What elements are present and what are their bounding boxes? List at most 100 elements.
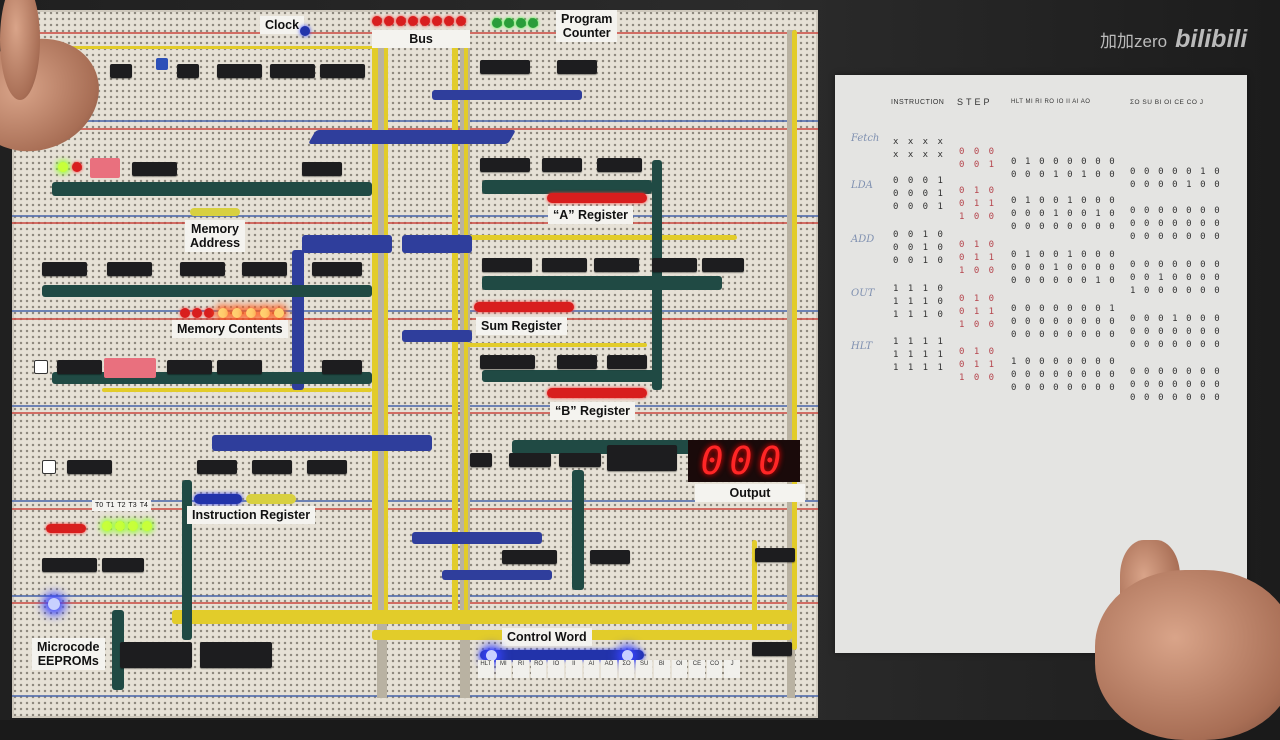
ground-rail (12, 310, 818, 312)
label-sum-register: Sum Register (476, 317, 567, 335)
ground-rail (12, 595, 818, 597)
label-control-word: Control Word (502, 628, 592, 646)
ic-chip (509, 453, 551, 467)
data-wire (307, 130, 517, 144)
dip-switch[interactable] (104, 358, 156, 378)
right-hand (1095, 570, 1280, 740)
program-counter-led (504, 18, 514, 28)
ic-chip (180, 262, 225, 276)
label-output: Output (695, 484, 805, 502)
control-bits-2: 0 0 1 0 0 0 0 (1130, 273, 1222, 283)
signal-bi: BI (653, 660, 670, 678)
step-led (115, 521, 125, 531)
control-bits-1: 1 0 0 0 0 0 0 0 (1011, 357, 1117, 367)
data-wire (402, 330, 472, 342)
signal-ro: RO (530, 660, 547, 678)
reset-button[interactable] (34, 360, 48, 374)
group-label: OUT (851, 288, 875, 299)
ic-chip (307, 460, 347, 474)
control-wire (652, 160, 662, 390)
step-led (142, 521, 152, 531)
instruction-bits: x x x x (893, 150, 945, 160)
ic-chip (167, 360, 212, 374)
instruction-bits: 1 1 1 0 (893, 310, 945, 320)
ic-chip (242, 262, 287, 276)
status-led (58, 162, 68, 172)
control-bits-2: 0 0 0 0 0 0 0 (1130, 206, 1222, 216)
ic-chip (320, 64, 365, 78)
microcode-truth-table-paper: INSTRUCTION STEP HLT MI RI RO IO II AI A… (835, 75, 1247, 653)
group-label: Fetch (851, 133, 880, 144)
power-rail (12, 222, 818, 224)
program-counter-led (528, 18, 538, 28)
ic-chip (102, 558, 144, 572)
step-bits: 0 1 1 (959, 360, 997, 370)
control-wire (572, 470, 584, 590)
table-row: 1 1 1 0 0 1 0 0 0 0 0 0 0 0 1 0 0 0 1 0 … (835, 274, 1220, 324)
instruction-bits: 0 0 0 1 (893, 202, 945, 212)
memory-contents-led (192, 308, 202, 318)
ic-chip (470, 453, 492, 467)
control-bits-1: 0 1 0 0 0 0 0 0 (1011, 157, 1117, 167)
output-value: 000 (700, 439, 788, 483)
label-a-register: “A” Register (548, 206, 634, 224)
header-instruction: INSTRUCTION (891, 99, 945, 106)
signal-co: CO (706, 660, 723, 678)
data-wire (432, 90, 582, 100)
ic-chip (322, 360, 362, 374)
bus-led (396, 16, 406, 26)
signal-j: J (724, 660, 740, 678)
ic-chip (217, 64, 262, 78)
bus-wire (372, 40, 378, 620)
clock-step-button[interactable] (156, 58, 168, 70)
a-register-leds (547, 193, 647, 203)
instruction-bits: 1 1 1 1 (893, 337, 945, 347)
table-row: 0 0 0 1 1 0 0 0 0 0 0 0 0 0 0 0 0 0 0 0 … (835, 192, 1220, 242)
microcode-eeprom-chip (120, 642, 192, 668)
sum-register-leds (474, 302, 574, 312)
label-instruction-register: Instruction Register (187, 506, 316, 524)
ic-chip (252, 460, 292, 474)
control-bits-1: 0 0 0 0 0 0 0 0 (1011, 222, 1117, 232)
control-wire (482, 370, 662, 382)
signal-eo: ΣO (618, 660, 635, 678)
label-b-register: “B” Register (550, 402, 636, 420)
signal-hlt: HLT (478, 660, 494, 678)
bus-wire (27, 46, 377, 49)
step-led (102, 521, 112, 531)
label-memory-address: Memory Address (185, 220, 246, 252)
ic-chip (752, 642, 792, 656)
step-bits: 0 1 1 (959, 307, 997, 317)
label-bus: Bus (372, 30, 470, 48)
step-bits: 0 0 0 (959, 147, 997, 157)
data-wire (402, 235, 472, 253)
instruction-bits: x x x x (893, 137, 945, 147)
control-bits-2: 0 0 0 0 0 0 0 (1130, 260, 1222, 270)
ic-chip (480, 355, 535, 369)
dip-switch[interactable] (90, 158, 120, 178)
data-wire (412, 532, 542, 544)
step-bits: 0 1 0 (959, 186, 997, 196)
ic-chip (197, 460, 237, 474)
table-row: 0 0 0 1 0 1 1 0 0 0 1 0 0 1 0 0 0 0 0 0 … (835, 179, 1220, 229)
program-counter-led (516, 18, 526, 28)
step-label-t2: T2 (117, 502, 126, 509)
step-bits: 1 0 0 (959, 266, 997, 276)
label-microcode-eeproms: Microcode EEPROMs (32, 638, 105, 670)
bus-wire (467, 235, 737, 240)
control-bits-1: 0 1 0 0 1 0 0 0 (1011, 196, 1117, 206)
control-bits-2: 0 0 0 0 0 0 0 (1130, 380, 1222, 390)
instruction-bits: 0 0 1 0 (893, 230, 945, 240)
push-button[interactable] (42, 460, 56, 474)
data-wire (212, 435, 432, 451)
control-bits-2: 0 0 0 1 0 0 0 (1130, 314, 1222, 324)
control-bits-2: 0 0 0 0 0 0 0 (1130, 393, 1222, 403)
instruction-bits: 1 1 1 0 (893, 284, 945, 294)
program-counter-led (492, 18, 502, 28)
ic-chip (594, 258, 639, 272)
bus-wire (792, 30, 797, 650)
power-rail (12, 412, 818, 414)
control-wire (112, 610, 124, 690)
ground-rail (12, 120, 818, 122)
ic-chip (107, 262, 152, 276)
